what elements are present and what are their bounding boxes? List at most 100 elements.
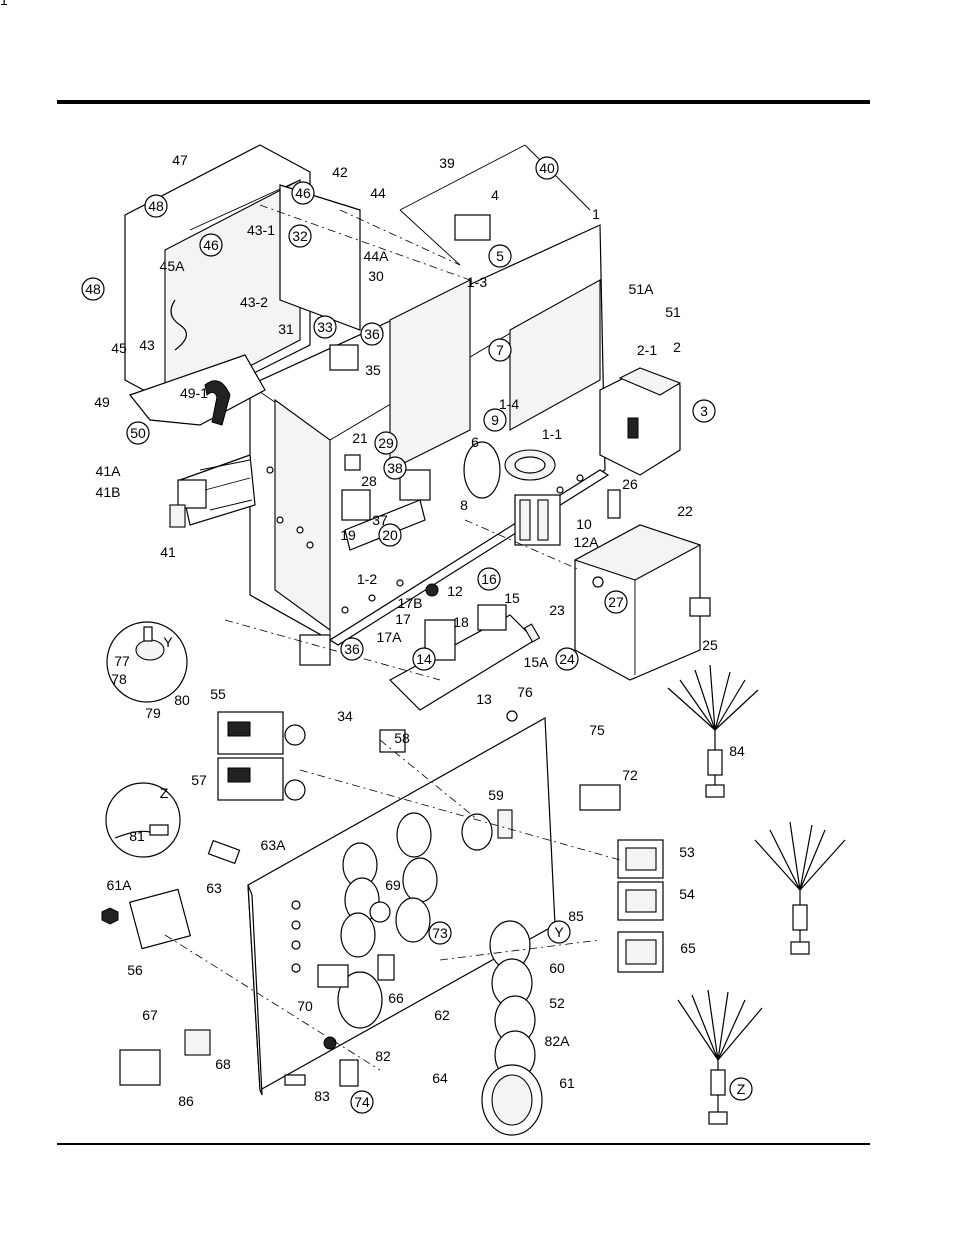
callout-number: 80 — [174, 692, 190, 708]
callout-number: 67 — [142, 1007, 158, 1023]
callout-circle — [428, 921, 452, 945]
callout-circle — [360, 322, 384, 346]
callout-41B: 41B — [96, 484, 121, 500]
callout-number: 63 — [206, 880, 222, 896]
callout-56: 56 — [127, 962, 143, 978]
callout-number: 26 — [622, 476, 638, 492]
callout-46: 46 — [199, 233, 223, 257]
callout-1-3: 1-3 — [467, 274, 487, 290]
callout-number: 82 — [375, 1048, 391, 1064]
callout-number: 12 — [447, 583, 463, 599]
callout-44: 44 — [370, 185, 386, 201]
callout-number: 32 — [292, 228, 308, 244]
callout-number: 63A — [261, 837, 287, 853]
callout-number: 27 — [608, 594, 624, 610]
callout-13: 13 — [476, 691, 492, 707]
callout-27: 27 — [604, 590, 628, 614]
terminal-plate-part-13 — [389, 604, 541, 711]
callout-number: Y — [163, 634, 173, 650]
callout-number: 66 — [388, 990, 404, 1006]
callout-number: 14 — [416, 651, 432, 667]
callout-number: Y — [554, 924, 564, 940]
callout-number: 77 — [114, 653, 130, 669]
callout-32: 32 — [288, 224, 312, 248]
callout-number: 18 — [453, 614, 469, 630]
callout-43-2: 43-2 — [240, 294, 268, 310]
callout-25: 25 — [702, 637, 718, 653]
callout-number: 36 — [364, 326, 380, 342]
callout-80: 80 — [174, 692, 190, 708]
callout-73: 73 — [428, 921, 452, 945]
callout-51: 51 — [665, 304, 681, 320]
callout-number: 61A — [107, 877, 133, 893]
callout-30: 30 — [368, 268, 384, 284]
circuit-breaker-part-2 — [599, 367, 682, 476]
callout-number: 51A — [629, 281, 655, 297]
callout-number: 55 — [210, 686, 226, 702]
callout-61A: 61A — [107, 877, 133, 893]
callout-6: 6 — [471, 434, 479, 450]
callout-59: 59 — [488, 787, 504, 803]
detail-circle-y — [106, 621, 188, 703]
callout-number: 42 — [332, 164, 348, 180]
callout-number: 73 — [432, 925, 448, 941]
callout-number: 43-1 — [247, 222, 275, 238]
callout-17A: 17A — [377, 629, 403, 645]
callout-number: 37 — [372, 512, 388, 528]
callout-number: 52 — [549, 995, 565, 1011]
callout-44A: 44A — [364, 248, 390, 264]
callout-number: 76 — [517, 684, 533, 700]
callout-number: 60 — [549, 960, 565, 976]
callout-5: 5 — [488, 244, 512, 268]
callout-number: 17 — [395, 611, 411, 627]
callout-47: 47 — [172, 152, 188, 168]
header-rule — [57, 100, 870, 104]
control-box-part-22 — [573, 489, 711, 681]
callout-number: 21 — [352, 430, 368, 446]
callout-number: 41 — [160, 544, 176, 560]
callout-number: 46 — [203, 237, 219, 253]
callout-Y: Y — [547, 920, 571, 944]
callout-31: 31 — [278, 321, 294, 337]
callout-63: 63 — [206, 880, 222, 896]
callout-circle — [81, 277, 105, 301]
callout-number: 4 — [491, 187, 499, 203]
callout-65: 65 — [680, 940, 696, 956]
callout-70: 70 — [297, 998, 313, 1014]
callout-1-1: 1-1 — [542, 426, 562, 442]
callout-number: 1-2 — [357, 571, 377, 587]
callout-number: 58 — [394, 730, 410, 746]
callout-number: 10 — [576, 516, 592, 532]
callout-number: 2-1 — [637, 342, 657, 358]
callout-48: 48 — [81, 277, 105, 301]
callout-Z: Z — [160, 785, 169, 801]
callout-34: 34 — [337, 708, 353, 724]
callout-number: 22 — [677, 503, 693, 519]
callout-number: 69 — [385, 877, 401, 893]
callout-1-4: 1-4 — [499, 396, 519, 412]
callout-75: 75 — [589, 722, 605, 738]
callout-number: 74 — [354, 1094, 370, 1110]
callout-number: 35 — [365, 362, 381, 378]
callout-circle — [291, 181, 315, 205]
callout-49: 49 — [94, 394, 110, 410]
callout-39: 39 — [439, 155, 455, 171]
callout-43: 43 — [139, 337, 155, 353]
footer-rule — [57, 1143, 870, 1145]
rotary-switch-part-41 — [169, 454, 256, 528]
callout-number: 17B — [398, 595, 423, 611]
callout-Y: Y — [163, 634, 173, 650]
callout-number: 1-3 — [467, 274, 487, 290]
callout-82: 82 — [375, 1048, 391, 1064]
detail-circle-z — [105, 782, 181, 858]
callout-number: 12A — [574, 534, 600, 550]
wire-harness-part-84 — [667, 664, 759, 798]
gauges-part-64-68 — [481, 920, 543, 1136]
callout-number: 33 — [317, 319, 333, 335]
bottom-panel-part-49 — [129, 354, 266, 426]
callout-number: 25 — [702, 637, 718, 653]
callout-circle — [488, 338, 512, 362]
callout-51A: 51A — [629, 281, 655, 297]
callout-74: 74 — [350, 1090, 374, 1114]
